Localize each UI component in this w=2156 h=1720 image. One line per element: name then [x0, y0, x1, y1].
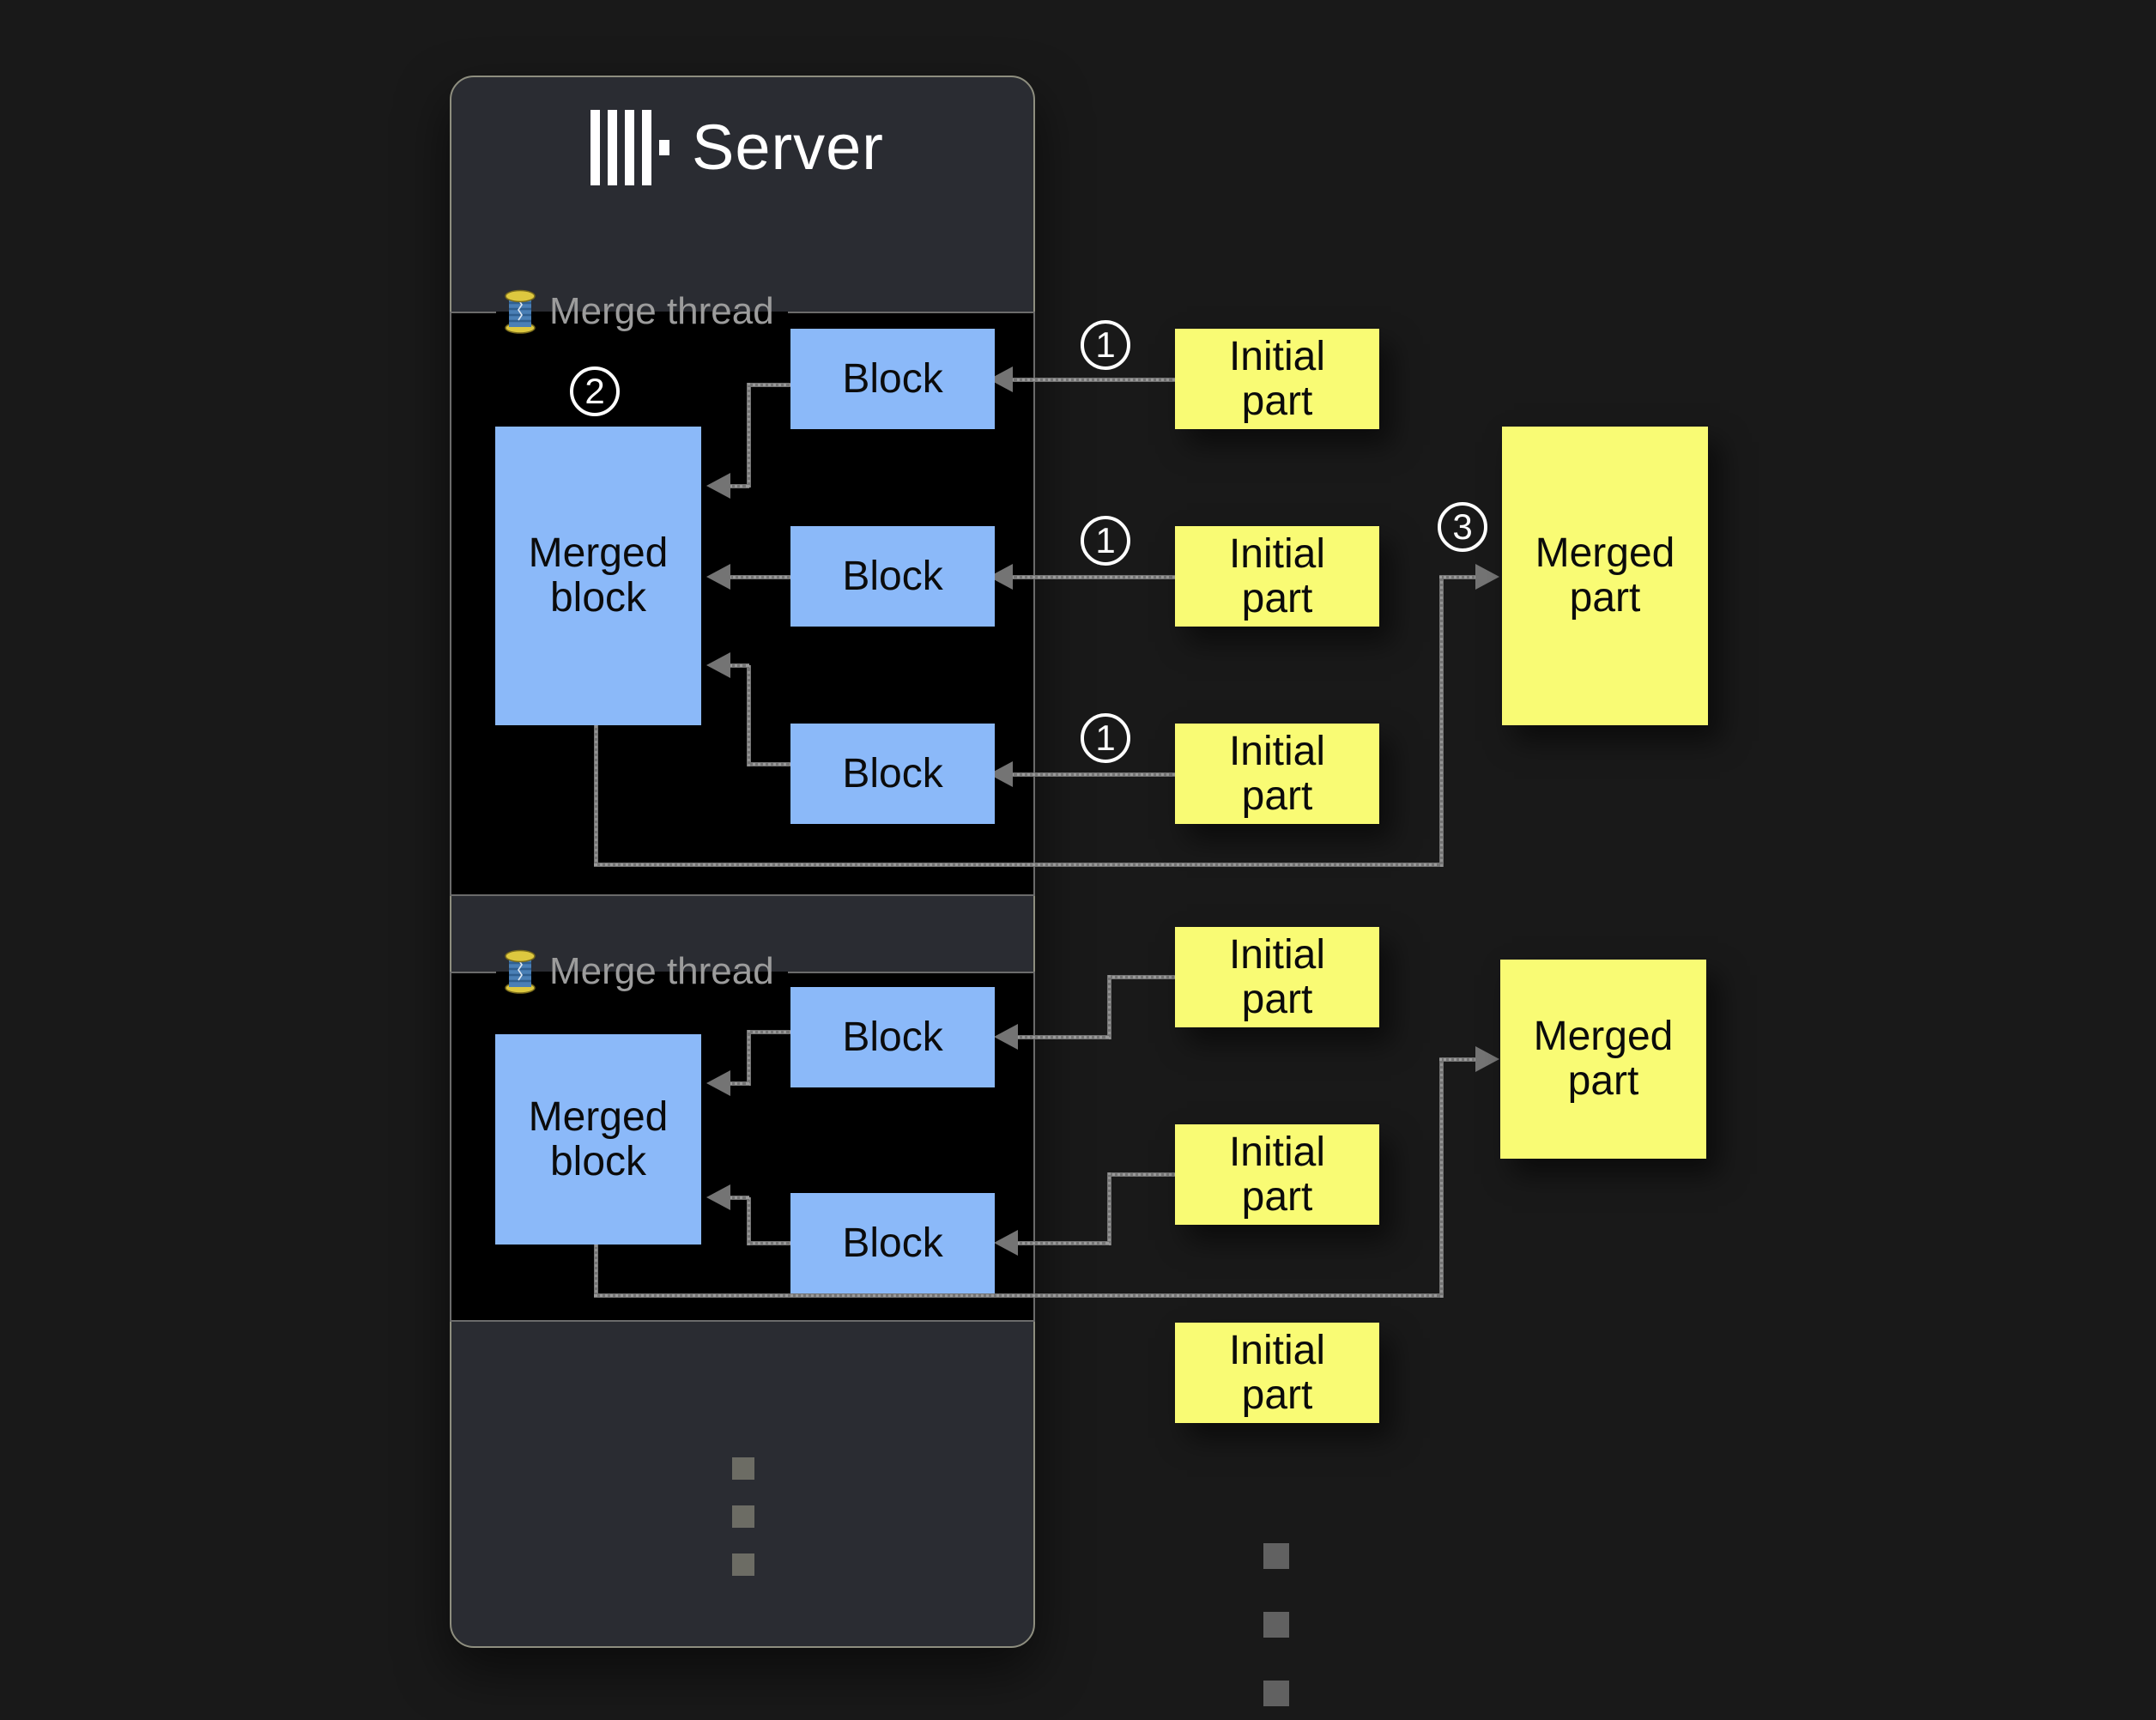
connector-initial3-block3 — [1011, 772, 1175, 777]
block-3: Block — [790, 724, 995, 824]
connector-merged1-out-h2 — [1439, 575, 1477, 579]
initial-part-1: Initial part — [1175, 329, 1379, 429]
initial-part-6: Initial part — [1175, 1323, 1379, 1423]
connector-merged1-out-v1 — [594, 725, 598, 867]
connector-block2-merged — [729, 575, 792, 579]
block-1: Block — [790, 329, 995, 429]
arrowhead-into-mergedblock1-top — [706, 473, 730, 499]
connector-initial1-block1 — [1011, 378, 1175, 382]
ellipsis-dot — [732, 1553, 754, 1576]
arrowhead-into-mergedpart1 — [1475, 564, 1499, 590]
connector-block1-merged-v — [747, 383, 751, 488]
ellipsis-dot — [1263, 1543, 1289, 1569]
connector-block5-merged-h1 — [747, 1241, 792, 1245]
server-header: Server — [590, 110, 884, 185]
ellipsis-dot — [1263, 1681, 1289, 1706]
connector-block3-merged-v — [747, 665, 751, 766]
connector-initial5-h2 — [1016, 1241, 1109, 1245]
connector-initial4-h2 — [1016, 1035, 1109, 1039]
ellipsis-dot — [732, 1505, 754, 1528]
thread-spool-icon — [505, 289, 536, 334]
connector-block3-merged-h1 — [747, 762, 792, 766]
connector-block1-merged-h1 — [747, 383, 792, 387]
merged-part-2: Merged part — [1500, 960, 1706, 1159]
connector-initial4-v — [1107, 975, 1111, 1039]
connector-initial2-block2 — [1011, 575, 1175, 579]
ellipsis-dot — [732, 1457, 754, 1480]
connector-initial5-v — [1107, 1172, 1111, 1245]
step-badge-3: 3 — [1438, 502, 1487, 552]
connector-initial4-h1 — [1107, 975, 1177, 979]
connector-merged2-out-h2 — [1439, 1057, 1477, 1062]
merged-block-1: Merged block — [495, 427, 701, 725]
connector-block5-merged-v — [747, 1197, 751, 1245]
arrowhead-into-block5 — [994, 1230, 1018, 1256]
step-badge-1c: 1 — [1081, 713, 1130, 763]
merge-thread-label: Merge thread — [549, 290, 774, 332]
block-5: Block — [790, 1193, 995, 1293]
step-badge-2: 2 — [570, 366, 620, 416]
arrowhead-into-mergedblock2-top — [706, 1070, 730, 1096]
initial-part-4: Initial part — [1175, 927, 1379, 1027]
clickhouse-logo-icon — [590, 110, 669, 185]
initial-part-3: Initial part — [1175, 724, 1379, 824]
arrowhead-into-mergedblock1-bottom — [706, 652, 730, 678]
block-4: Block — [790, 987, 995, 1087]
connector-block1-merged-h2 — [729, 484, 749, 488]
merge-thread-legend-1: Merge thread — [496, 289, 788, 334]
server-title: Server — [692, 112, 884, 183]
connector-merged2-out-v1 — [594, 1245, 598, 1298]
merge-thread-legend-2: Merge thread — [496, 949, 788, 994]
merge-thread-label: Merge thread — [549, 950, 774, 992]
ellipsis-dot — [1263, 1612, 1289, 1638]
connector-block4-merged-h2 — [729, 1081, 749, 1086]
arrowhead-into-mergedblock2-bottom — [706, 1184, 730, 1210]
connector-merged1-out-h — [594, 863, 1444, 867]
connector-block5-merged-h2 — [729, 1196, 749, 1200]
connector-merged2-out-h — [594, 1293, 1444, 1298]
block-2: Block — [790, 526, 995, 627]
connector-block4-merged-h1 — [747, 1030, 792, 1034]
connector-block3-merged-h2 — [729, 663, 749, 668]
step-badge-1b: 1 — [1081, 516, 1130, 566]
connector-merged2-out-v2 — [1439, 1057, 1444, 1298]
connector-merged1-out-v2 — [1439, 575, 1444, 867]
merged-part-1: Merged part — [1502, 427, 1708, 725]
merged-block-2: Merged block — [495, 1034, 701, 1245]
initial-part-2: Initial part — [1175, 526, 1379, 627]
connector-block4-merged-v — [747, 1030, 751, 1086]
arrowhead-into-mergedblock1-mid — [706, 564, 730, 590]
step-badge-1a: 1 — [1081, 320, 1130, 370]
connector-initial5-h1 — [1107, 1172, 1177, 1177]
initial-part-5: Initial part — [1175, 1124, 1379, 1225]
thread-spool-icon — [505, 949, 536, 994]
arrowhead-into-mergedpart2 — [1475, 1046, 1499, 1072]
arrowhead-into-block4 — [994, 1024, 1018, 1050]
